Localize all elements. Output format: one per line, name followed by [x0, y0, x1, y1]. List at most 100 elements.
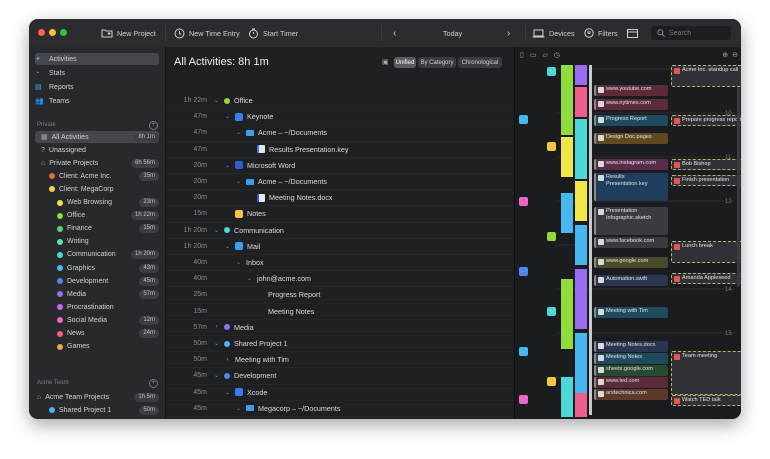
- chevron-down-icon[interactable]: ⌄: [224, 389, 231, 396]
- sidebar-project-item[interactable]: Client: MegaCorp: [35, 183, 159, 195]
- timeline-activity-card[interactable]: www.facebook.com: [594, 237, 668, 248]
- chevron-down-icon[interactable]: ⌄: [235, 179, 242, 186]
- add-project-button[interactable]: +: [149, 121, 158, 130]
- close-window-button[interactable]: [38, 29, 45, 36]
- activity-row[interactable]: 47m⌄Acme – ~/Documents: [166, 125, 513, 142]
- view-mode-unified[interactable]: Unified: [394, 57, 416, 68]
- sidebar-project-item[interactable]: ?Unassigned: [35, 144, 159, 156]
- devices-button[interactable]: Devices: [532, 26, 575, 40]
- calendar-event-card[interactable]: Team meeting: [671, 351, 741, 395]
- activity-row[interactable]: 20m⌄Acme – ~/Documents: [166, 174, 513, 191]
- chevron-right-icon[interactable]: ›: [215, 324, 218, 331]
- calendar-event-card[interactable]: Acme Inc. standup call: [671, 65, 741, 87]
- activity-row[interactable]: 45m⌄Development: [166, 368, 513, 385]
- zoom-in-icon[interactable]: ⊕: [722, 52, 729, 59]
- chevron-down-icon[interactable]: ⌄: [213, 341, 220, 348]
- calendar-event-card[interactable]: Bob Bishop: [671, 159, 741, 170]
- calendar-event-card[interactable]: Watch TED talk: [671, 395, 741, 406]
- calendar-event-card[interactable]: Lunch break: [671, 241, 741, 263]
- timeline-activity-card[interactable]: Automation.swift: [594, 275, 668, 286]
- clock-icon[interactable]: ◷: [553, 52, 560, 59]
- chevron-down-icon[interactable]: ⌄: [213, 98, 220, 105]
- zoom-out-icon[interactable]: ⊖: [732, 52, 738, 59]
- timeline-activity-card[interactable]: www.youtube.com: [594, 85, 668, 96]
- activity-row[interactable]: 40m⌄john@acme.com: [166, 271, 513, 288]
- activity-row[interactable]: 45m⌄Xcode: [166, 385, 513, 401]
- activity-row[interactable]: 20m⌄Microsoft Word: [166, 158, 513, 174]
- timeline-activity-card[interactable]: Design Doc.pages: [594, 133, 668, 144]
- activity-row[interactable]: 45mAutomation.swift: [166, 417, 513, 419]
- activity-row[interactable]: 57m›Media: [166, 320, 513, 336]
- today-button[interactable]: Today: [443, 26, 462, 40]
- next-day-button[interactable]: ›: [507, 26, 510, 40]
- chevron-down-icon[interactable]: ⌄: [235, 130, 242, 137]
- sidebar-toggle-button[interactable]: [627, 26, 638, 40]
- sidebar-project-item[interactable]: Writing: [35, 236, 159, 248]
- sidebar-project-item[interactable]: Games: [35, 341, 159, 353]
- sidebar-project-item[interactable]: Client: Acme Inc.35m: [35, 170, 159, 182]
- activity-row[interactable]: 50m⌄Shared Project 1: [166, 336, 513, 353]
- view-mode-by-category[interactable]: By Category: [418, 57, 456, 68]
- activity-row[interactable]: 1h 20m⌄Mail: [166, 239, 513, 255]
- timeline-activity-card[interactable]: arstechnica.com: [594, 389, 668, 400]
- timeline-activity-card[interactable]: Meeting Notes: [594, 353, 668, 364]
- timeline-activity-card[interactable]: Meeting Notes.docx: [594, 341, 668, 352]
- timeline-activity-card[interactable]: sheets.google.com: [594, 365, 668, 376]
- timeline-activity-card[interactable]: www.nytimes.com: [594, 99, 668, 110]
- activity-row[interactable]: 45m⌄Megacorp – ~/Documents: [166, 401, 513, 417]
- previous-day-button[interactable]: ‹: [393, 26, 396, 40]
- timeline-activity-card[interactable]: Presentation Infographic.sketch: [594, 207, 668, 235]
- chevron-down-icon[interactable]: ⌄: [213, 227, 220, 234]
- sidebar-item-reports[interactable]: ▤Reports: [35, 81, 159, 93]
- chevron-down-icon[interactable]: ⌄: [246, 276, 253, 283]
- sidebar-item-stats[interactable]: ◔Stats: [35, 67, 159, 79]
- timeline-activity-card[interactable]: www.instagram.com: [594, 159, 668, 170]
- chevron-down-icon[interactable]: ⌄: [224, 114, 231, 121]
- minimize-window-button[interactable]: [49, 29, 56, 36]
- chevron-down-icon[interactable]: ⌄: [224, 243, 231, 250]
- activity-row[interactable]: 1h 22m⌄Office: [166, 93, 513, 110]
- activity-row[interactable]: 50m›Meeting with Tim: [166, 352, 513, 369]
- chevron-down-icon[interactable]: ⌄: [235, 405, 242, 412]
- timeline-activity-card[interactable]: Results Presentation.key: [594, 173, 668, 201]
- sidebar-item-teams[interactable]: 👥Teams: [35, 95, 159, 107]
- activity-row[interactable]: 47m⌄Keynote: [166, 109, 513, 126]
- chevron-down-icon[interactable]: ⌄: [213, 373, 220, 380]
- filters-button[interactable]: Filters: [584, 26, 618, 40]
- view-options-icon[interactable]: ▣: [382, 59, 389, 66]
- sidebar-item-activities[interactable]: ✦Activities: [35, 53, 159, 65]
- new-project-button[interactable]: New Project: [101, 26, 156, 40]
- search-field[interactable]: Search: [651, 26, 731, 40]
- calendar-event-card[interactable]: Finish presentation: [671, 175, 741, 186]
- timeline-activity-card[interactable]: Progress Report: [594, 115, 668, 126]
- chevron-down-icon[interactable]: ⌄: [235, 260, 242, 267]
- timeline-scrollbar[interactable]: [737, 87, 740, 287]
- calendar-event-card[interactable]: Amanda Appleseed: [671, 273, 741, 284]
- zoom-window-button[interactable]: [60, 29, 67, 36]
- timeline-activity-card[interactable]: www.ted.com: [594, 377, 668, 388]
- activity-row[interactable]: 40m⌄Inbox: [166, 255, 513, 272]
- view-mode-chronological[interactable]: Chronological: [458, 57, 502, 68]
- chevron-down-icon[interactable]: ⌄: [224, 162, 231, 169]
- add-team-project-button[interactable]: +: [149, 379, 158, 388]
- timeline-activity-card[interactable]: Meeting with Tim: [594, 307, 668, 318]
- timeline-activity-card[interactable]: www.google.com: [594, 257, 668, 268]
- start-timer-button[interactable]: Start Timer: [248, 26, 298, 40]
